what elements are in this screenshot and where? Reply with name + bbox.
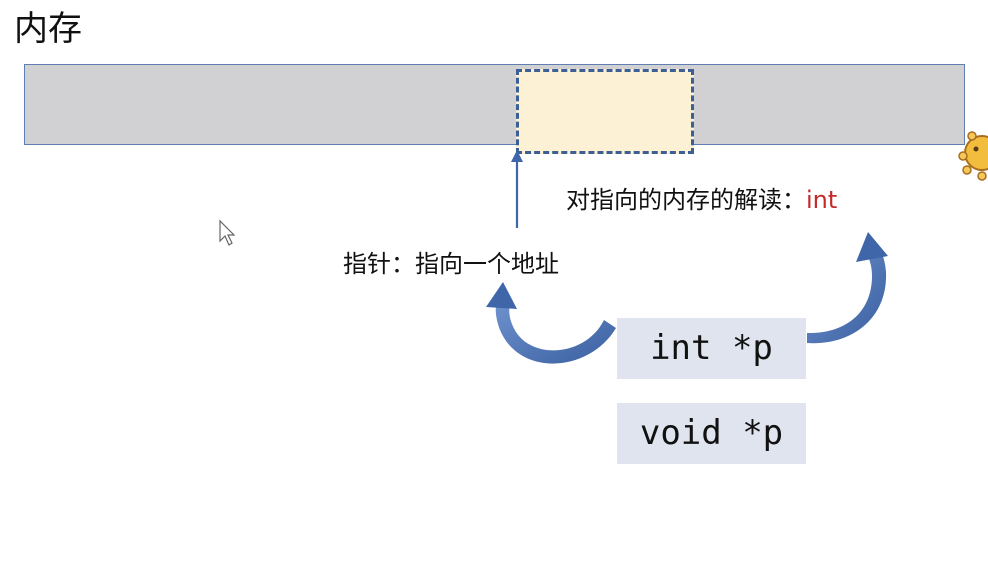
void-pointer-code: void *p (617, 403, 806, 464)
curved-arrow-to-interpretation (807, 232, 888, 344)
memory-bar (24, 64, 965, 145)
curved-arrow-to-pointer (486, 282, 616, 364)
page-title: 内存 (14, 9, 82, 49)
interpretation-text: 对指向的内存的解读： (566, 186, 806, 214)
cursor-icon (219, 219, 236, 246)
pointer-arrow (511, 150, 523, 228)
pointer-label: 指针：指向一个地址 (343, 250, 559, 278)
memory-interpretation-label: 对指向的内存的解读：int (566, 184, 837, 216)
interpretation-type: int (806, 186, 838, 214)
pointed-memory-cell (516, 69, 694, 154)
int-pointer-code: int *p (617, 318, 806, 379)
